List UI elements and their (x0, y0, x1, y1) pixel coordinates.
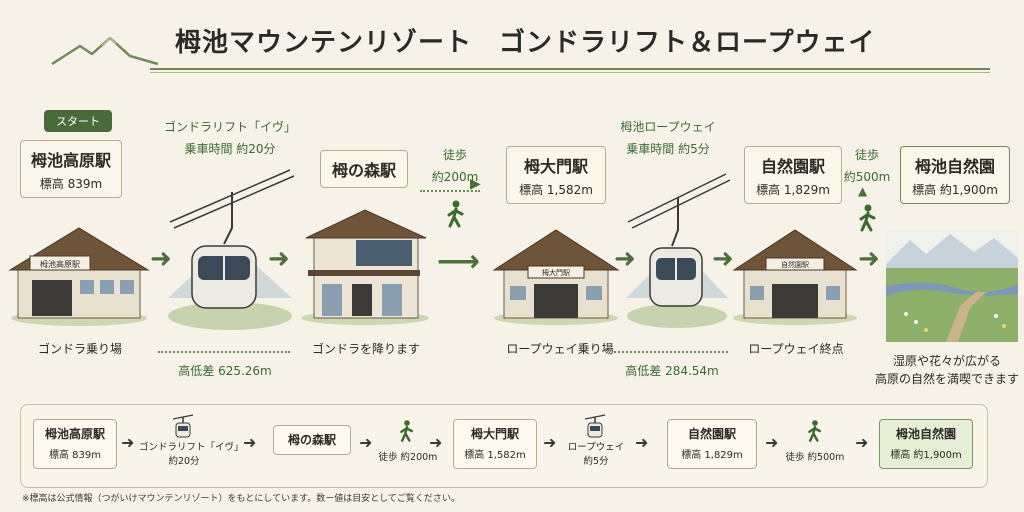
walking-person-icon (400, 420, 413, 442)
start-badge: スタート (44, 110, 112, 132)
arrow-up-icon: ▲ (858, 184, 868, 198)
title-underline-thin (150, 72, 990, 73)
walk-distance: 約500m (843, 170, 891, 184)
walk-label: 徒歩 (442, 148, 467, 162)
station-name: 自然園駅 (760, 157, 825, 176)
ropeway-elevation-diff: 高低差 284.54m (625, 364, 719, 378)
arrow-right-icon: ➜ (614, 244, 636, 274)
station-sign: 栂大門駅 (542, 268, 570, 277)
walk-dotted-line (420, 190, 480, 192)
ropeway-name: 栂池ロープウェイ (620, 120, 716, 134)
gondola-illustration-icon (168, 169, 295, 330)
arrow-right-icon: ➜ (268, 244, 290, 274)
arrow-right-icon: ➜ (712, 244, 734, 274)
station-sign: 自然園駅 (781, 260, 809, 269)
station-illustration-tsuganomori (301, 209, 429, 325)
gondola-icon (172, 414, 194, 438)
arrow-right-icon: ➜ (765, 433, 779, 452)
ropeway-icon (584, 414, 606, 438)
destination-caption-line1: 湿原や花々が広がる (892, 354, 1001, 368)
station-elevation: 標高 1,829m (756, 183, 830, 197)
walking-person-icon (447, 200, 464, 228)
arrow-right-icon: ➜ (121, 433, 135, 452)
arrow-right-icon: ➜ (429, 433, 443, 452)
title-underline (150, 68, 990, 70)
ropeway-time: 乗車時間 約5分 (626, 142, 710, 156)
walk-label: 徒歩 (854, 148, 879, 162)
arrow-right-icon: ⟶ (437, 244, 481, 279)
summary-station-tsugaike-kogen: 栂池高原駅 標高 839m (33, 419, 117, 469)
summary-gondola-name: ゴンドラリフト「イヴ」 (139, 442, 244, 453)
destination-card-tsugaike-shizenen: 栂池自然園 標高 約1,900m (900, 146, 1010, 204)
elevation-diff-line (158, 351, 290, 353)
station-illustration-tsugadaimon: 栂大門駅 (492, 229, 620, 325)
station-card-shizenen: 自然園駅 標高 1,829m (744, 146, 842, 204)
arrow-right-icon: ➜ (243, 433, 257, 452)
arrow-right-icon: ➜ (635, 433, 649, 452)
summary-ropeway-name: ロープウェイ (567, 442, 625, 453)
arrow-right-icon: ▶ (470, 176, 481, 192)
destination-caption-line2: 高原の自然を満喫できます (874, 372, 1019, 386)
station-name: 栂池高原駅 (31, 151, 112, 170)
elevation-diff-line (614, 351, 728, 353)
summary-station-tsuganomori: 栂の森駅 (273, 425, 351, 455)
station-illustration-tsugaike-kogen: 栂池高原駅 (8, 227, 150, 326)
station-card-tsuganomori: 栂の森駅 (320, 150, 408, 188)
footnote: ※標高は公式情報（つがいけマウンテンリゾート）をもとにしています。数ー値は目安と… (22, 494, 460, 504)
summary-walk-2: 徒歩 約500m (785, 452, 845, 463)
gondola-name: ゴンドラリフト「イヴ」 (163, 120, 296, 134)
arrow-right-icon: ➜ (359, 433, 373, 452)
destination-name: 栂池自然園 (914, 157, 995, 176)
ropeway-illustration-icon (626, 173, 731, 328)
station-caption: ロープウェイ乗り場 (506, 342, 614, 356)
summary-gondola-time: 約20分 (168, 456, 200, 467)
arrow-right-icon: ➜ (858, 244, 880, 274)
arrow-right-icon: ➜ (150, 244, 172, 274)
station-elevation: 標高 839m (39, 177, 103, 191)
route-summary-panel: 栂池高原駅 標高 839m ➜ ゴンドラリフト「イヴ」 約20分 ➜ 栂の森駅 … (20, 404, 988, 488)
summary-station-shizenen: 自然園駅 標高 1,829m (667, 419, 757, 469)
walking-person-icon (859, 204, 876, 232)
station-elevation: 標高 1,582m (519, 183, 593, 197)
station-card-tsugaike-kogen: 栂池高原駅 標高 839m (20, 140, 122, 198)
marsh-landscape-illustration (886, 230, 1018, 342)
walk-distance: 約200m (431, 170, 479, 184)
page-title: 栂池マウンテンリゾート ゴンドラリフト＆ロープウェイ (175, 28, 876, 58)
summary-destination: 栂池自然園 標高 約1,900m (879, 419, 973, 469)
station-name: 栂の森駅 (331, 161, 396, 180)
mountain-logo-icon (51, 36, 159, 66)
station-caption: ロープウェイ終点 (748, 342, 844, 356)
station-illustration-shizenen: 自然園駅 (732, 229, 858, 325)
walking-person-icon (808, 420, 821, 442)
gondola-time: 乗車時間 約20分 (184, 142, 276, 156)
station-card-tsugadaimon: 栂大門駅 標高 1,582m (506, 146, 606, 204)
summary-ropeway-time: 約5分 (583, 456, 609, 467)
station-caption: ゴンドラを降ります (311, 342, 420, 356)
gondola-elevation-diff: 高低差 625.26m (178, 364, 272, 378)
station-sign: 栂池高原駅 (40, 259, 80, 269)
summary-station-tsugadaimon: 栂大門駅 標高 1,582m (453, 419, 537, 469)
summary-walk-1: 徒歩 約200m (378, 452, 438, 463)
destination-elevation: 標高 約1,900m (912, 183, 998, 197)
station-caption: ゴンドラ乗り場 (37, 342, 122, 356)
arrow-right-icon: ➜ (855, 433, 869, 452)
arrow-right-icon: ➜ (543, 433, 557, 452)
station-name: 栂大門駅 (523, 157, 588, 176)
